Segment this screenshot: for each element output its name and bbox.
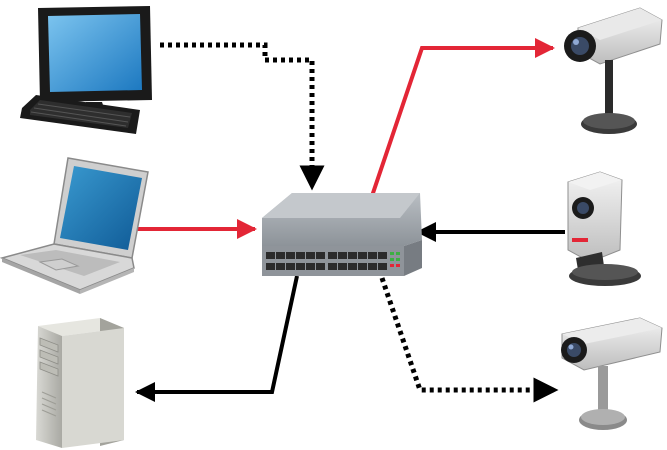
edge-switch-to-server (135, 275, 299, 402)
edge-desktop-to-switch (160, 42, 325, 191)
laptop-computer-icon (0, 157, 149, 294)
network-switch-icon (262, 193, 422, 276)
desktop-computer-icon (20, 6, 152, 134)
network-camera-bottom-icon (561, 317, 663, 430)
edge-switch-to-camera-top (370, 38, 555, 197)
edge-switch-to-camera-bottom (379, 277, 559, 403)
network-camera-top-icon (564, 7, 663, 134)
tower-server-icon (36, 318, 124, 448)
network-camera-middle-icon (567, 171, 641, 286)
